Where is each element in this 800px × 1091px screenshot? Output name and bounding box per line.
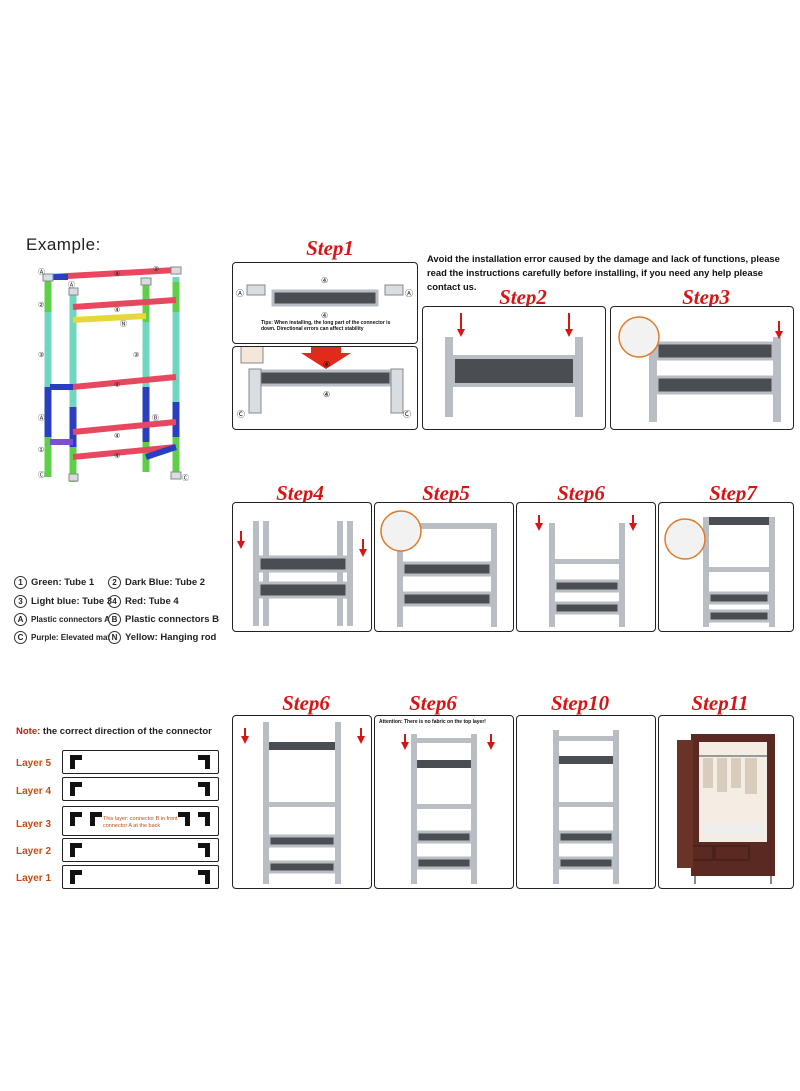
svg-text:Ⓐ: Ⓐ — [38, 414, 45, 422]
step-title-10: Step10 — [550, 691, 610, 715]
step2-panel — [422, 306, 606, 430]
step1-top-illustration: ④ ④ Ⓐ Ⓐ — [236, 276, 413, 320]
svg-text:Ⓑ: Ⓑ — [152, 414, 159, 422]
connector-glyphs — [70, 755, 210, 884]
svg-text:④: ④ — [321, 276, 328, 285]
svg-text:④: ④ — [321, 311, 328, 320]
connector-direction-note: Note: the correct direction of the conne… — [16, 726, 212, 737]
step1-tip: Tips: When installing, the long part of … — [261, 320, 391, 332]
step6a-illustration — [241, 722, 365, 884]
wardrobe-illustration — [677, 734, 775, 884]
layer-label-4: Layer 4 — [16, 786, 52, 797]
step2-illustration — [445, 313, 583, 417]
step-title-5: Step5 — [422, 481, 470, 505]
step5-panel — [374, 502, 514, 632]
step11-panel — [658, 715, 794, 889]
svg-text:②: ② — [153, 265, 159, 273]
layer-label-1: Layer 1 — [16, 873, 52, 884]
layer-box-5 — [62, 750, 219, 774]
layer-label-3: Layer 3 — [16, 819, 52, 830]
svg-text:Ⓒ: Ⓒ — [38, 471, 45, 479]
svg-text:④: ④ — [114, 306, 120, 314]
step10-panel — [516, 715, 656, 889]
step4-panel — [232, 502, 372, 632]
svg-text:④: ④ — [114, 381, 120, 389]
step3-panel — [610, 306, 794, 430]
layer-box-3 — [62, 806, 219, 836]
svg-text:Ⓐ: Ⓐ — [68, 281, 75, 289]
svg-text:③: ③ — [133, 351, 139, 359]
layer-box-1 — [62, 865, 219, 889]
step-title-1: Step1 — [306, 236, 354, 260]
step1-panel-top: ④ ④ Ⓐ Ⓐ Tips: When installing, the long … — [232, 262, 418, 344]
svg-text:Ⓐ: Ⓐ — [236, 289, 244, 298]
step-title-6a: Step6 — [282, 691, 330, 715]
step6b-attention: Attention: There is no fabric on the top… — [379, 719, 486, 725]
step-title-4: Step4 — [276, 481, 324, 505]
svg-text:④: ④ — [114, 452, 120, 460]
svg-text:④: ④ — [114, 432, 120, 440]
svg-text:①: ① — [38, 446, 44, 454]
layer-label-5: Layer 5 — [16, 758, 52, 769]
example-title: Example: — [26, 235, 101, 254]
layer-box-2 — [62, 838, 219, 862]
step-title-3: Step3 — [682, 285, 730, 309]
step-title-2: Step2 — [499, 285, 547, 309]
svg-text:③: ③ — [38, 351, 44, 359]
step-title-7: Step7 — [709, 481, 757, 505]
svg-text:Ⓒ: Ⓒ — [182, 474, 189, 482]
step6a-panel — [232, 715, 372, 889]
step1-panel-bottom: ④ ④ Ⓒ Ⓒ — [232, 346, 418, 430]
layer-box-4 — [62, 777, 219, 801]
step3-illustration — [618, 316, 783, 422]
step5-illustration — [380, 510, 497, 627]
step6b-panel: Attention: There is no fabric on the top… — [374, 715, 514, 889]
svg-text:②: ② — [38, 301, 44, 309]
installation-note: Avoid the installation error caused by t… — [427, 253, 780, 292]
step-title-11: Step11 — [691, 691, 749, 715]
step7-panel — [658, 502, 794, 632]
example-frame-diagram: Ⓐ Ⓐ ④ ② ② ④ Ⓝ ③ ③ ④ Ⓐ Ⓑ ④ ① ④ Ⓒ Ⓒ — [38, 265, 189, 482]
step-title-6b: Step6 — [409, 691, 457, 715]
step7-illustration — [664, 517, 775, 627]
step6b-illustration — [401, 734, 495, 884]
step10-illustration — [553, 730, 619, 884]
layer-label-2: Layer 2 — [16, 846, 52, 857]
svg-text:Ⓐ: Ⓐ — [405, 289, 413, 298]
svg-text:Ⓐ: Ⓐ — [38, 268, 45, 276]
step-title-6: Step6 — [557, 481, 605, 505]
layer3-note: This layer: connector B in front connect… — [103, 816, 178, 829]
step6-panel — [516, 502, 656, 632]
step4-illustration — [237, 521, 367, 626]
step1-bottom-illustration: ④ ④ Ⓒ Ⓒ — [237, 347, 411, 419]
svg-text:④: ④ — [323, 390, 330, 399]
svg-text:Ⓝ: Ⓝ — [120, 320, 127, 328]
svg-text:Ⓒ: Ⓒ — [237, 410, 245, 419]
svg-text:④: ④ — [114, 270, 120, 278]
svg-text:④: ④ — [323, 360, 330, 369]
step6-illustration — [535, 515, 637, 627]
svg-text:Ⓒ: Ⓒ — [403, 410, 411, 419]
